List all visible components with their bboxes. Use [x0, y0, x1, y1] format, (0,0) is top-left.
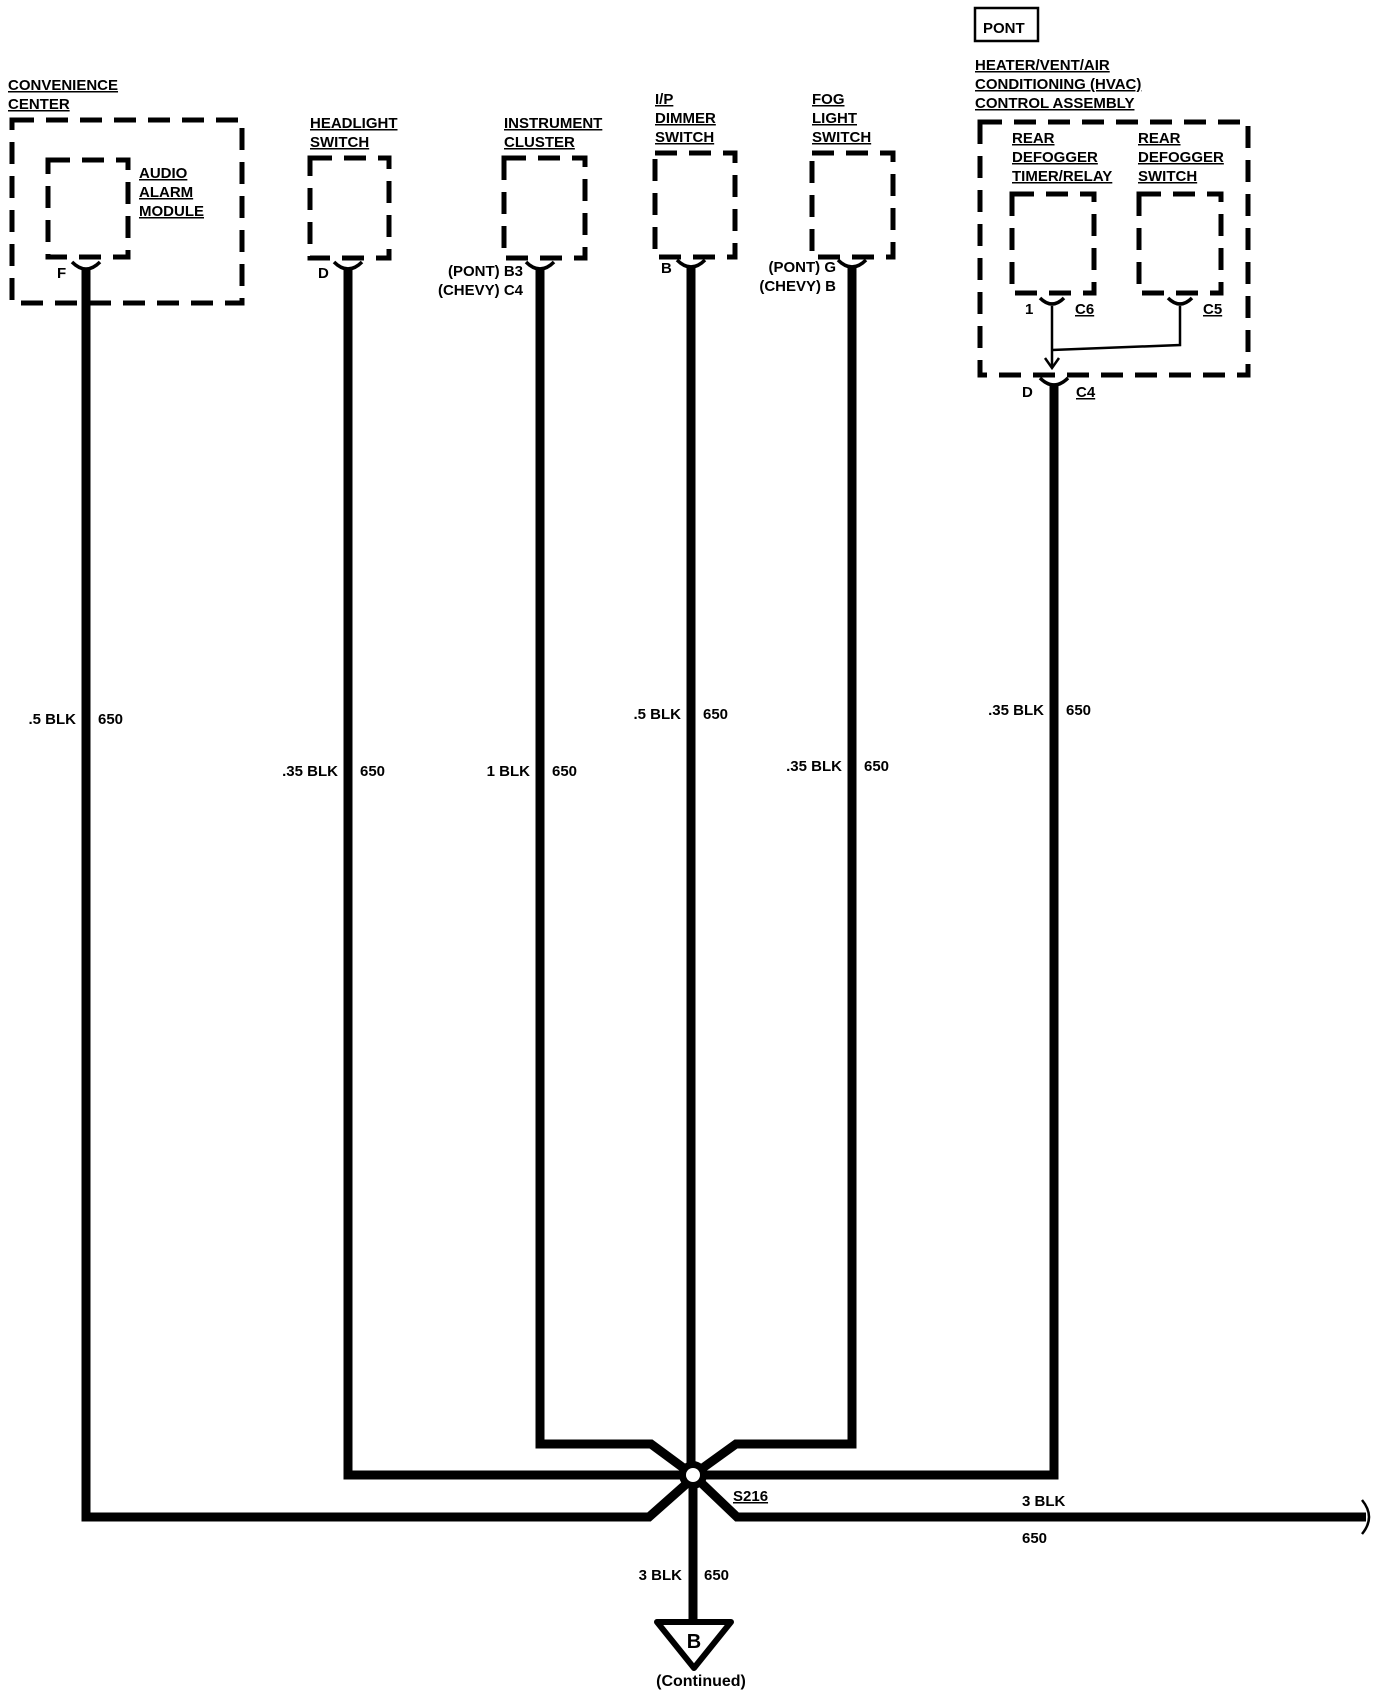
- rear-defogger-switch-box: [1136, 191, 1224, 296]
- wire-right-trunk: [689, 1471, 1366, 1522]
- headlight-switch-pin: D: [318, 265, 329, 282]
- audio-alarm-module-label-3: MODULE: [139, 203, 204, 220]
- fog-light-box: [809, 150, 896, 260]
- fog-light-title-2: LIGHT: [812, 110, 857, 127]
- hvac-title-3: CONTROL ASSEMBLY: [975, 95, 1134, 112]
- fog-light-title: FOG: [812, 91, 845, 108]
- switch-connector-label: C5: [1203, 301, 1222, 318]
- fog-light-pin-pont: (PONT) G: [769, 259, 837, 276]
- right-trunk-gauge: 3 BLK: [1022, 1493, 1066, 1510]
- break-mark-icon: [1361, 1499, 1371, 1535]
- headlight-switch-title-2: SWITCH: [310, 134, 369, 151]
- audio-alarm-pin: F: [57, 265, 66, 282]
- hvac-title-2: CONDITIONING (HVAC): [975, 76, 1141, 93]
- wire4-gauge: .5 BLK: [633, 706, 681, 723]
- rear-defogger-switch-label-3: SWITCH: [1138, 168, 1197, 185]
- convenience-center-title-2: CENTER: [8, 96, 70, 113]
- hvac-out-connector: [1038, 376, 1070, 387]
- wire3-circuit: 650: [552, 763, 577, 780]
- continuation-label: (Continued): [656, 1673, 746, 1690]
- wire1-gauge: .5 BLK: [28, 711, 76, 728]
- splice-s216-center: [686, 1468, 700, 1482]
- wire3-gauge: 1 BLK: [487, 763, 531, 780]
- instrument-cluster-pin-chevy: (CHEVY) C4: [438, 282, 524, 299]
- hvac-box: [977, 119, 1251, 378]
- audio-alarm-module-label-1: AUDIO: [139, 165, 188, 182]
- timer-pin: 1: [1025, 301, 1033, 318]
- headlight-switch-title: HEADLIGHT: [310, 115, 398, 132]
- instrument-cluster-pin-pont: (PONT) B3: [448, 263, 523, 280]
- timer-connector-label: C6: [1075, 301, 1094, 318]
- instrument-cluster-title-2: CLUSTER: [504, 134, 575, 151]
- down-trunk-circuit: 650: [704, 1567, 729, 1584]
- ip-dimmer-pin: B: [661, 260, 672, 277]
- continuation-letter: B: [687, 1631, 701, 1653]
- switch-internal-wire: [1051, 306, 1182, 352]
- instrument-cluster-title: INSTRUMENT: [504, 115, 602, 132]
- audio-alarm-module-box: [45, 157, 131, 260]
- ip-dimmer-title-3: SWITCH: [655, 129, 714, 146]
- rear-defogger-timer-label: REAR: [1012, 130, 1055, 147]
- headlight-switch-connector: [332, 260, 364, 271]
- switch-connector: [1166, 296, 1194, 306]
- fog-light-connector: [836, 258, 868, 269]
- headlight-switch-box: [307, 155, 392, 261]
- rear-defogger-timer-box: [1009, 191, 1097, 296]
- timer-connector: [1038, 296, 1066, 306]
- wire6-gauge: .35 BLK: [988, 702, 1044, 719]
- continuation-triangle-icon: [654, 1619, 734, 1671]
- hvac-out-pin: D: [1022, 384, 1033, 401]
- instrument-cluster-box: [501, 155, 588, 261]
- rear-defogger-timer-label-2: DEFOGGER: [1012, 149, 1098, 166]
- down-trunk-gauge: 3 BLK: [639, 1567, 683, 1584]
- wire6-circuit: 650: [1066, 702, 1091, 719]
- wire5-circuit: 650: [864, 758, 889, 775]
- wire-fog-light: [690, 268, 857, 1479]
- hvac-title: HEATER/VENT/AIR: [975, 57, 1110, 74]
- wire4-circuit: 650: [703, 706, 728, 723]
- ip-dimmer-title-2: DIMMER: [655, 110, 716, 127]
- convenience-center-title: CONVENIENCE: [8, 77, 118, 94]
- wire2-gauge: .35 BLK: [282, 763, 338, 780]
- pont-tag: PONT: [983, 20, 1025, 37]
- rear-defogger-switch-label: REAR: [1138, 130, 1181, 147]
- wire-instrument-cluster: [535, 270, 696, 1479]
- wire-hvac: [693, 385, 1059, 1480]
- hvac-out-connector-label: C4: [1076, 384, 1096, 401]
- fog-light-title-3: SWITCH: [812, 129, 871, 146]
- ip-dimmer-title: I/P: [655, 91, 673, 108]
- wire2-circuit: 650: [360, 763, 385, 780]
- rear-defogger-timer-label-3: TIMER/RELAY: [1012, 168, 1112, 185]
- internal-arrow-icon: [1043, 357, 1061, 371]
- ip-dimmer-connector: [675, 258, 707, 269]
- right-trunk-circuit: 650: [1022, 1530, 1047, 1547]
- splice-label: S216: [733, 1488, 768, 1505]
- rear-defogger-switch-label-2: DEFOGGER: [1138, 149, 1224, 166]
- instrument-cluster-connector: [524, 260, 556, 271]
- wire1-circuit: 650: [98, 711, 123, 728]
- fog-light-pin-chevy: (CHEVY) B: [759, 278, 836, 295]
- audio-alarm-connector: [70, 260, 102, 271]
- wire-headlight-switch: [343, 270, 693, 1480]
- pont-tag-box: [973, 6, 1040, 43]
- audio-alarm-module-label-2: ALARM: [139, 184, 193, 201]
- convenience-center-box: [9, 117, 245, 306]
- ip-dimmer-box: [652, 150, 738, 260]
- wire5-gauge: .35 BLK: [786, 758, 842, 775]
- wire-audio-alarm: [81, 270, 696, 1522]
